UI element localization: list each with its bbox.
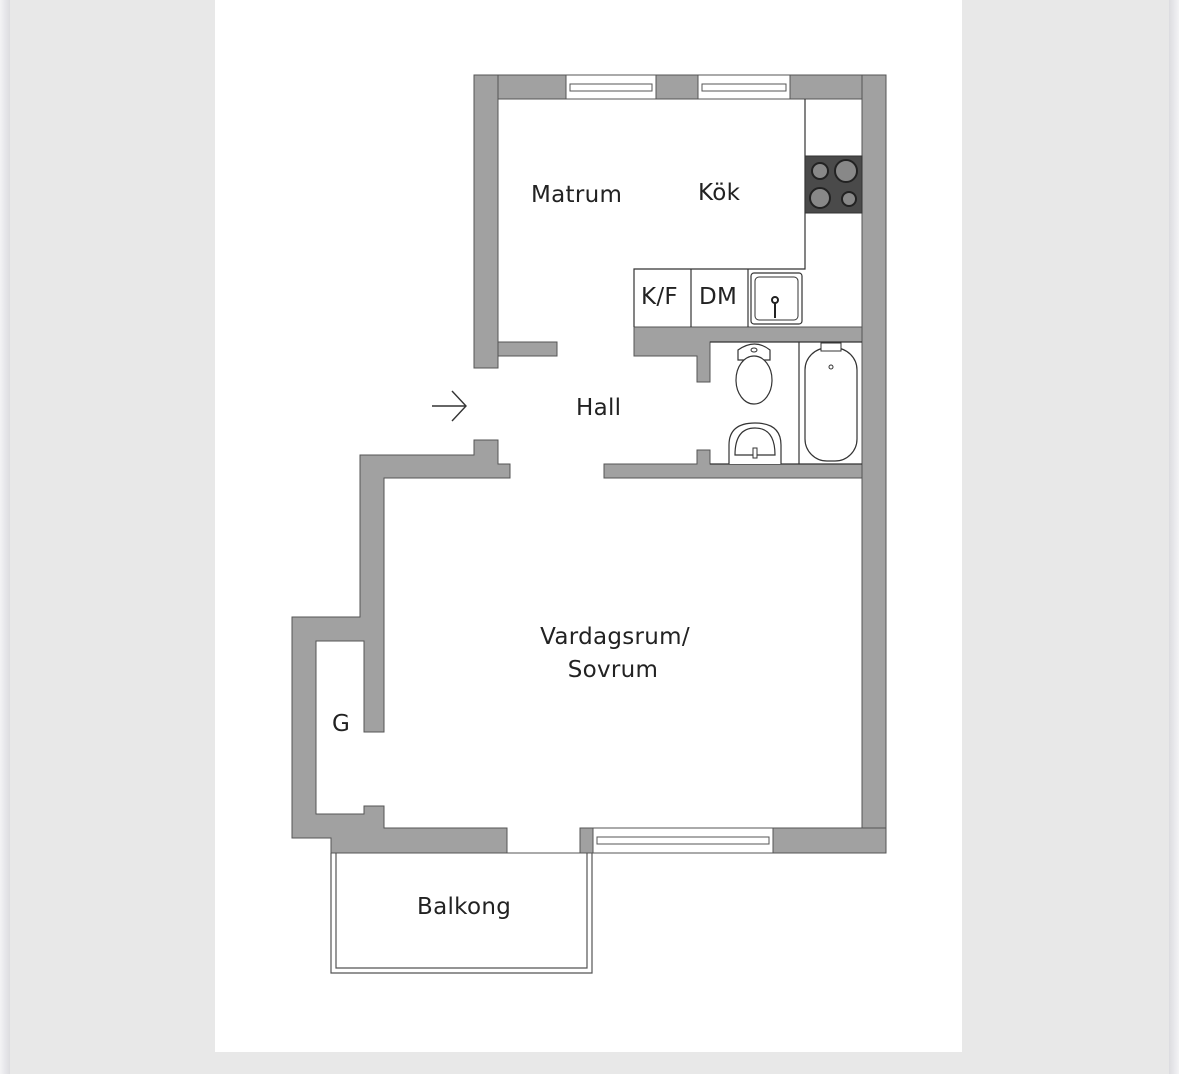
room-label-balkong: Balkong: [417, 894, 512, 920]
entrance-arrow-icon: [432, 390, 467, 422]
room-label-kok: Kök: [698, 180, 741, 206]
room-label-vardagsrum: Vardagsrum/: [540, 624, 690, 650]
room-label-hall: Hall: [576, 395, 622, 421]
toilet-icon: [735, 343, 773, 405]
stove-icon: [804, 155, 863, 214]
right-edge: [1169, 0, 1179, 1074]
sink-icon: [750, 272, 803, 325]
bathtub-icon: [804, 342, 858, 462]
room-label-garderob: G: [332, 711, 351, 737]
room-label-matrum: Matrum: [531, 182, 623, 208]
appliance-label-fridge-freezer: K/F: [641, 284, 678, 310]
appliance-label-dishwasher: DM: [699, 284, 738, 310]
balcony-railing: [330, 852, 593, 974]
window-icon: [592, 827, 774, 854]
washbasin-icon: [728, 422, 782, 464]
room-label-sovrum: Sovrum: [567, 657, 659, 683]
window-icon: [565, 74, 791, 100]
left-edge: [0, 0, 10, 1074]
